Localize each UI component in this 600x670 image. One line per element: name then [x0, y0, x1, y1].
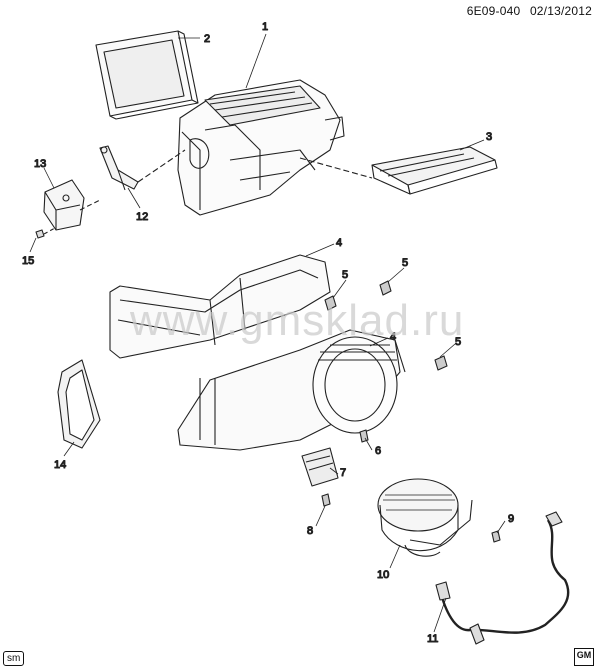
screw-9 [491, 530, 501, 543]
callout-7: 7 [340, 467, 346, 479]
screw-8 [321, 493, 331, 507]
callout-4b: 4 [390, 331, 396, 343]
callout-1: 1 [262, 21, 268, 33]
gm-logo: GM [574, 648, 594, 666]
lower-case-blower-housing [177, 329, 406, 451]
blower-motor [377, 478, 473, 557]
callout-6: 6 [375, 445, 381, 457]
callout-4a: 4 [336, 237, 342, 249]
filter-frame [95, 30, 199, 120]
clip-5c [434, 355, 448, 371]
callout-5c: 5 [455, 336, 461, 348]
callout-5a: 5 [342, 269, 348, 281]
seal-ring [57, 359, 101, 449]
screw-15 [35, 227, 56, 239]
callout-8: 8 [307, 525, 313, 537]
callout-14: 14 [54, 459, 66, 471]
upper-hvac-case [177, 79, 345, 216]
clip-5a [324, 295, 337, 311]
callout-2: 2 [204, 33, 210, 45]
blower-resistor [301, 447, 339, 487]
clip-5b [379, 280, 392, 296]
evaporator-core [371, 146, 498, 195]
screw-6 [359, 429, 369, 443]
diagram-header: 6E09-040 02/13/2012 [467, 4, 592, 18]
sm-tag: sm [3, 651, 25, 666]
diagram-date: 02/13/2012 [529, 4, 592, 18]
callout-3: 3 [486, 131, 492, 143]
wire-harness [435, 511, 570, 645]
leader-lines [29, 33, 506, 633]
watermark: www.gmsklad.ru [130, 296, 465, 345]
lower-case-upper-half [109, 254, 331, 359]
actuator-linkage [99, 145, 139, 191]
callout-5b: 5 [402, 257, 408, 269]
callout-10: 10 [377, 569, 389, 581]
diagram-id: 6E09-040 [466, 4, 521, 18]
callout-12: 12 [136, 211, 148, 223]
mode-actuator [43, 179, 101, 231]
gm-logo-text: GM [576, 650, 592, 660]
callout-9: 9 [508, 513, 514, 525]
callout-11: 11 [427, 633, 438, 645]
callout-13: 13 [34, 158, 46, 170]
callout-15: 15 [22, 255, 34, 267]
